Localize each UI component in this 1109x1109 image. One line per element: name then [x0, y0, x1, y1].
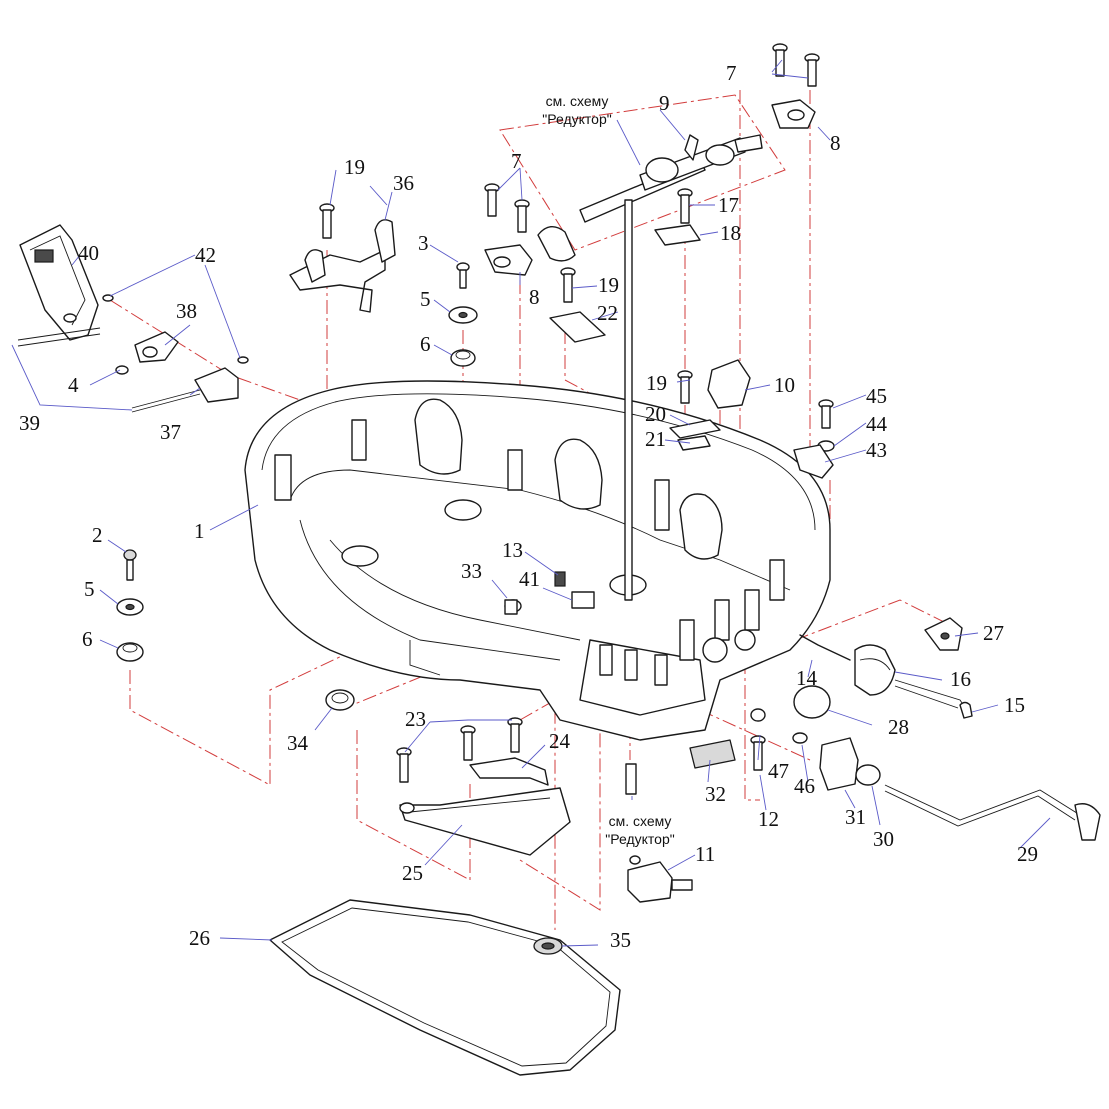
spacer-bottom [625, 763, 637, 795]
bolt-3 [456, 262, 470, 289]
callout-19c: 19 [646, 371, 667, 395]
callout-17: 17 [718, 193, 739, 217]
callout-35: 35 [610, 928, 631, 952]
small-plates [549, 224, 834, 479]
callout-38: 38 [176, 299, 197, 323]
callout-43: 43 [866, 438, 887, 462]
washers-grommets [116, 306, 835, 662]
reference-note-bottom: см. схему "Редуктор" [605, 813, 674, 847]
callout-41: 41 [519, 567, 540, 591]
callout-12: 12 [758, 807, 779, 831]
callout-39: 39 [19, 411, 40, 435]
callout-20: 20 [645, 402, 666, 426]
callout-10: 10 [774, 373, 795, 397]
callout-7a: 7 [726, 61, 737, 85]
callout-8a: 8 [529, 285, 540, 309]
callout-19a: 19 [344, 155, 365, 179]
callout-19b: 19 [598, 273, 619, 297]
callout-6b: 6 [82, 627, 93, 651]
note-top-line1: см. схему [546, 93, 609, 109]
bolt-17 [677, 188, 693, 224]
callout-labels: 1 2 3 4 5 5 6 6 7 7 8 8 9 10 11 12 13 14… [19, 61, 1038, 952]
reference-note-top: см. схему "Редуктор" [542, 93, 611, 127]
bolt-23b [460, 725, 476, 761]
bolt-7d [514, 199, 530, 233]
clamp-part-8 [484, 99, 816, 276]
callout-26: 26 [189, 926, 210, 950]
callout-22: 22 [597, 301, 618, 325]
callout-25: 25 [402, 861, 423, 885]
callout-45: 45 [866, 384, 887, 408]
callout-31: 31 [845, 805, 866, 829]
bolt-23a [396, 747, 412, 783]
callout-8b: 8 [830, 131, 841, 155]
bracket-part-36 [289, 219, 396, 313]
bolt-7a [772, 43, 788, 77]
callout-36: 36 [393, 171, 414, 195]
callout-34: 34 [287, 731, 309, 755]
callout-1: 1 [194, 519, 205, 543]
callout-37: 37 [160, 420, 181, 444]
plate-part-25 [399, 787, 571, 856]
callout-30: 30 [873, 827, 894, 851]
block-part-32 [689, 739, 736, 769]
callout-27: 27 [983, 621, 1004, 645]
callout-47: 47 [768, 759, 789, 783]
callout-42: 42 [195, 243, 216, 267]
connector-part-11 [627, 855, 693, 903]
callout-4: 4 [68, 373, 79, 397]
callout-18: 18 [720, 221, 741, 245]
callout-3: 3 [418, 231, 429, 255]
callout-14: 14 [796, 666, 818, 690]
handle-assembly [17, 224, 249, 413]
callout-44: 44 [866, 412, 888, 436]
bolt-7c [484, 183, 500, 217]
callout-46: 46 [794, 774, 815, 798]
shift-shaft-part-9 [579, 134, 763, 601]
leader-lines [11, 59, 1051, 947]
note-bottom-line2: "Редуктор" [605, 831, 674, 847]
bolt-12 [750, 735, 766, 771]
callout-28: 28 [888, 715, 909, 739]
bolt-2 [123, 549, 137, 581]
callout-11: 11 [695, 842, 715, 866]
callout-9: 9 [659, 91, 670, 115]
callout-24: 24 [549, 729, 571, 753]
bolt-19a [319, 203, 335, 239]
callout-7b: 7 [511, 149, 522, 173]
callout-32: 32 [705, 782, 726, 806]
callout-5b: 5 [84, 577, 95, 601]
note-bottom-line1: см. схему [609, 813, 672, 829]
right-side-parts [750, 617, 1101, 841]
callout-29: 29 [1017, 842, 1038, 866]
bolt-19c [677, 370, 693, 404]
callout-40: 40 [78, 241, 99, 265]
callout-6a: 6 [420, 332, 431, 356]
bolt-23c [507, 717, 523, 753]
callout-5a: 5 [420, 287, 431, 311]
bolt-45 [818, 399, 834, 429]
gasket-part-26 [269, 899, 621, 1076]
bolt-19b [560, 267, 576, 303]
callout-33: 33 [461, 559, 482, 583]
callout-16: 16 [950, 667, 971, 691]
callout-13: 13 [502, 538, 523, 562]
small-parts-center [325, 571, 595, 955]
bracket-part-24 [469, 757, 549, 786]
callout-15: 15 [1004, 693, 1025, 717]
bolt-7b [804, 53, 820, 87]
callout-21: 21 [645, 427, 666, 451]
callout-23: 23 [405, 707, 426, 731]
note-top-line2: "Редуктор" [542, 111, 611, 127]
callout-2: 2 [92, 523, 103, 547]
